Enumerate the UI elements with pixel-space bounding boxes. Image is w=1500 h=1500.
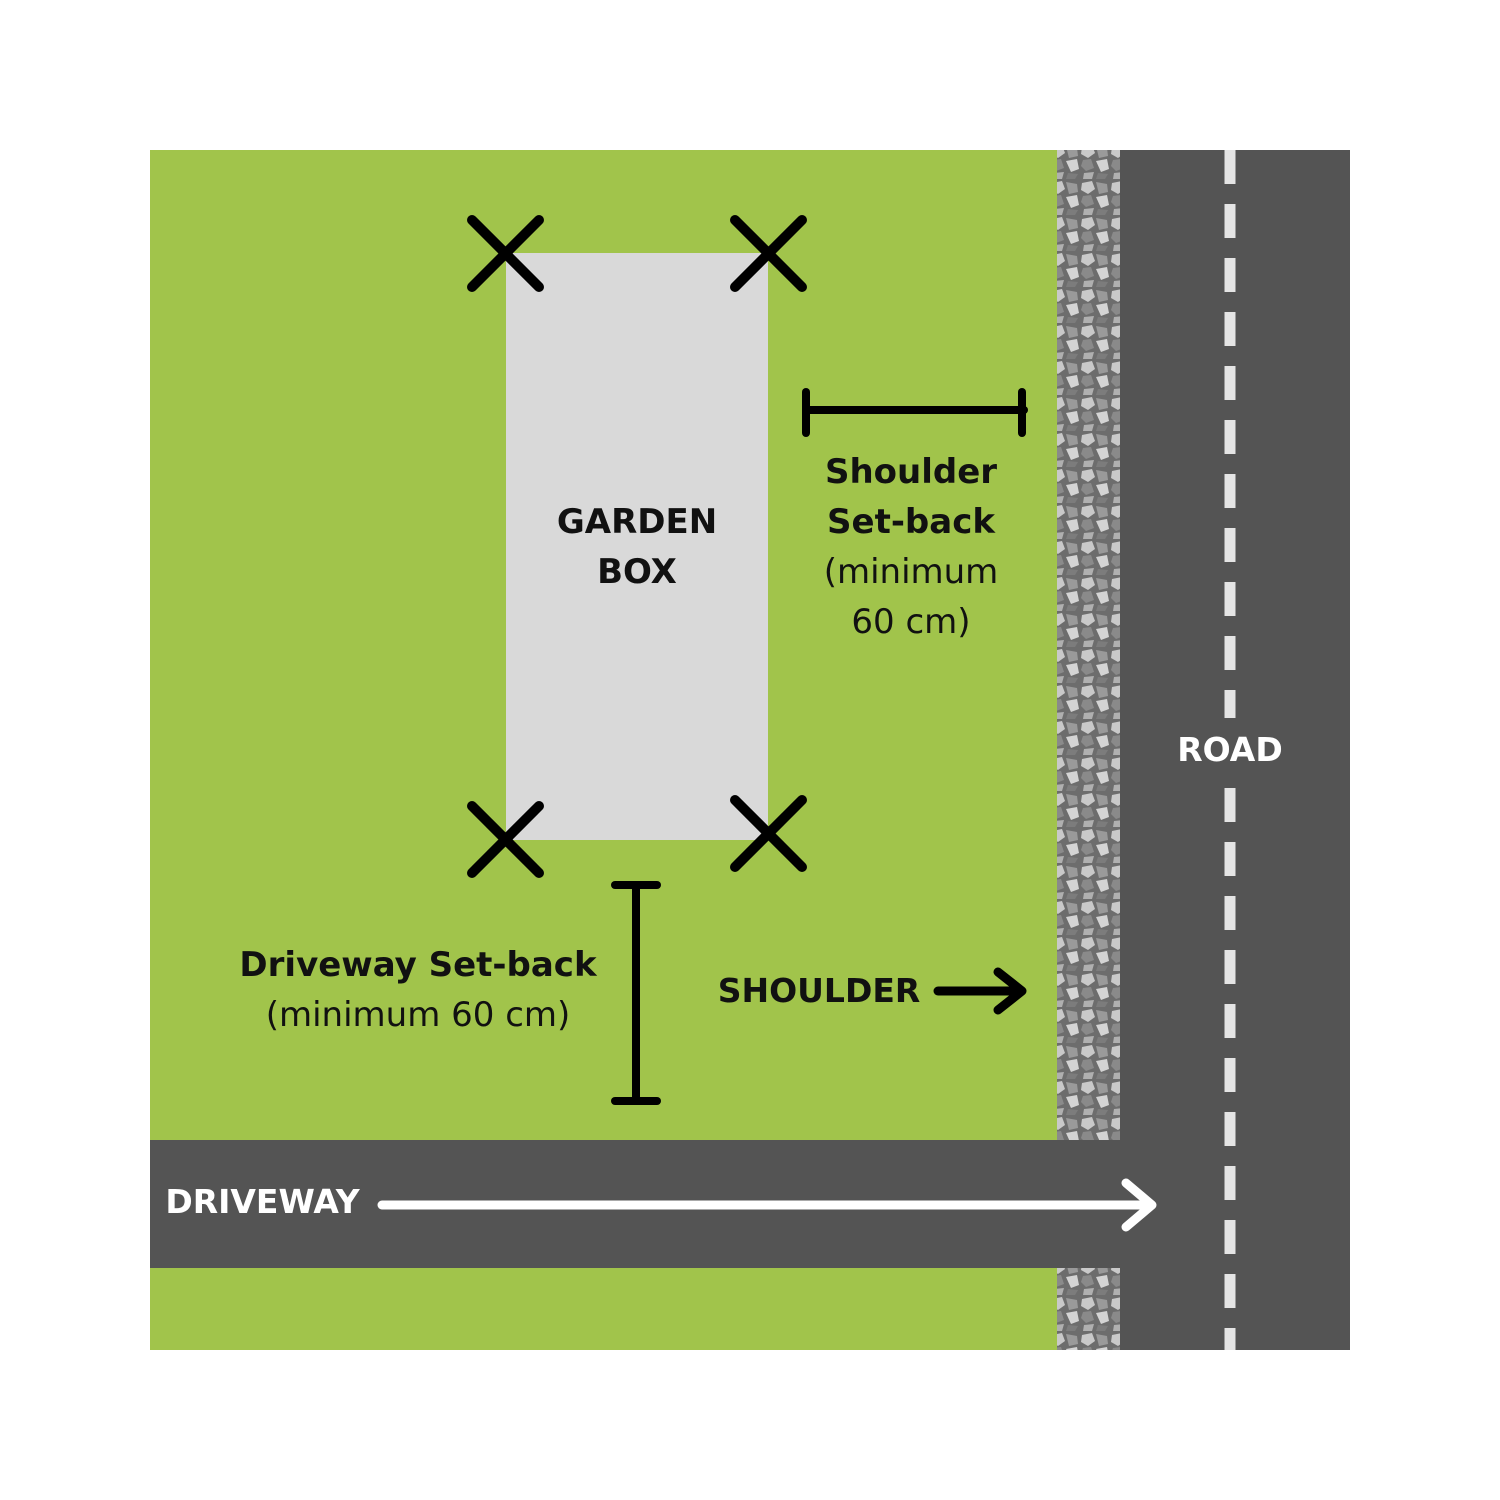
road-label: ROAD xyxy=(1177,730,1283,769)
gravel-shoulder-upper xyxy=(1057,150,1120,1140)
garden-box xyxy=(506,253,768,840)
garden-box-label-line2: BOX xyxy=(597,552,677,592)
garden-box-label: GARDEN BOX xyxy=(506,497,768,597)
shoulder-setback-dimension xyxy=(802,388,1028,437)
shoulder-setback-line2: Set-back xyxy=(827,502,995,542)
shoulder-setback-line3: (minimum xyxy=(823,552,999,592)
shoulder-label: SHOULDER xyxy=(717,971,921,1010)
x-mark-icon xyxy=(730,215,807,292)
driveway-setback-line2: (minimum 60 cm) xyxy=(265,995,571,1035)
arrow-right-icon xyxy=(377,1178,1157,1232)
driveway-setback-dimension xyxy=(611,881,661,1105)
x-mark-icon xyxy=(467,801,544,878)
road-surface xyxy=(1120,150,1350,1350)
shoulder-setback-line4: 60 cm) xyxy=(851,602,971,642)
driveway-setback-label: Driveway Set-back (minimum 60 cm) xyxy=(218,940,618,1040)
driveway-setback-line1: Driveway Set-back xyxy=(239,945,597,985)
gravel-shoulder-lower xyxy=(1057,1268,1120,1350)
driveway-label: DRIVEWAY xyxy=(165,1182,360,1221)
x-mark-icon xyxy=(730,795,807,872)
garden-box-label-line1: GARDEN xyxy=(556,502,718,542)
shoulder-setback-line1: Shoulder xyxy=(824,452,998,492)
arrow-right-icon xyxy=(933,967,1027,1015)
shoulder-setback-label: Shoulder Set-back (minimum 60 cm) xyxy=(800,447,1022,647)
x-mark-icon xyxy=(467,215,544,292)
